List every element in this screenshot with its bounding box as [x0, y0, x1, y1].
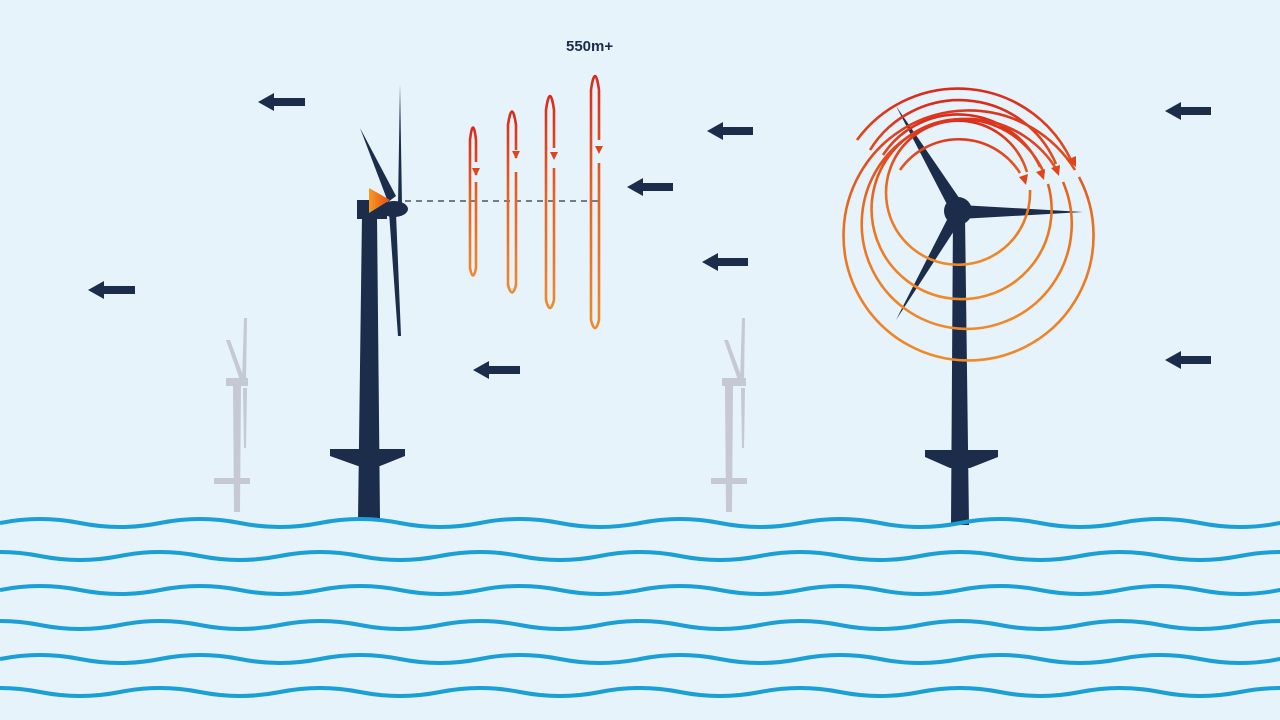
arrow-left-icon	[702, 253, 748, 271]
wave-line	[0, 584, 1280, 596]
wave-line	[0, 517, 1280, 529]
wake-ring-2	[870, 113, 1053, 301]
wind-turbine-side-view	[330, 84, 408, 520]
wave-line	[0, 686, 1280, 698]
wake-loop-4	[589, 74, 601, 330]
wake-ring-3	[860, 98, 1074, 331]
background-turbine-right	[711, 318, 747, 512]
wake-loop-2	[506, 110, 518, 294]
wake-vortex-front-view	[842, 87, 1095, 362]
wind-direction-cone-icon	[369, 188, 390, 213]
arrow-left-icon	[473, 361, 520, 379]
wave-line	[0, 550, 1280, 562]
wave-line	[0, 653, 1280, 665]
wind-arrows	[88, 93, 1211, 379]
arrow-left-icon	[1165, 102, 1211, 120]
wake-loop-3	[544, 94, 556, 310]
wake-arrowheads-side	[472, 146, 603, 176]
wave-line	[0, 619, 1280, 631]
background-turbine-left	[214, 318, 250, 512]
arrow-left-icon	[1165, 351, 1211, 369]
arrow-left-icon	[258, 93, 305, 111]
wake-arrowheads-front	[1019, 156, 1076, 185]
wake-vortex-side-view	[468, 74, 601, 330]
wake-ring-4	[842, 87, 1095, 362]
arrow-left-icon	[707, 122, 753, 140]
distance-label: 550m+	[566, 38, 614, 55]
wake-ring-1	[884, 119, 1032, 266]
arrow-left-icon	[88, 281, 135, 299]
arrow-left-icon	[627, 178, 673, 196]
sea-waves	[0, 517, 1280, 698]
